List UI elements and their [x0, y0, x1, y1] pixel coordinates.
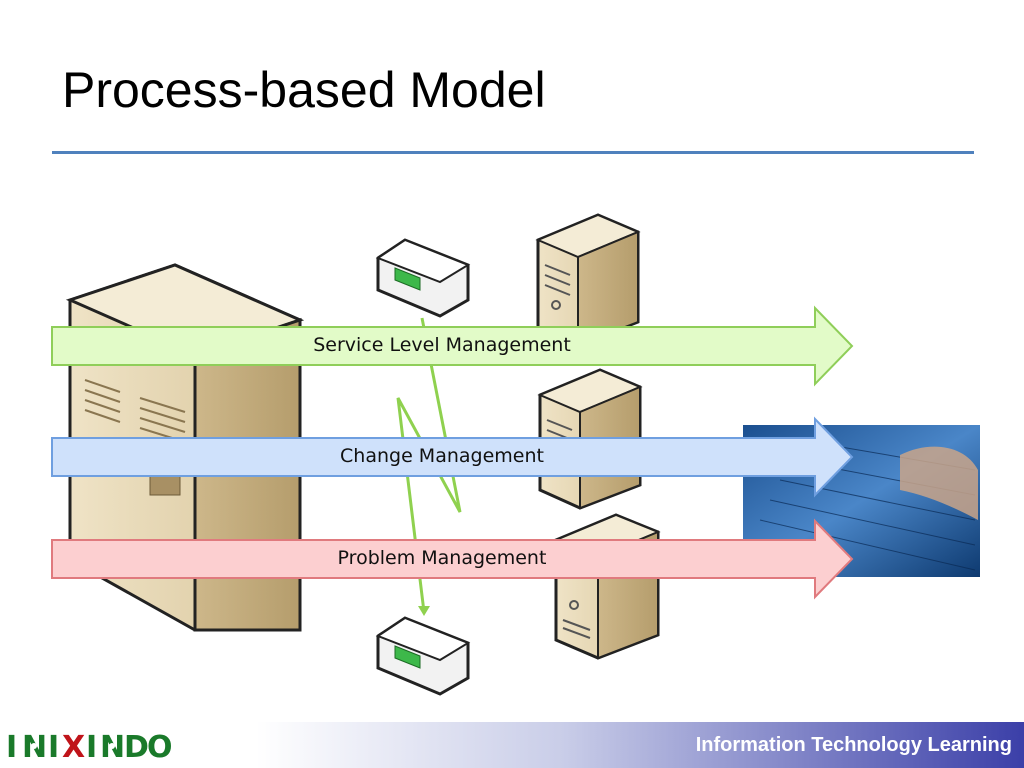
service-level-label: Service Level Management [313, 334, 571, 356]
footer-bar: Information Technology Learning [0, 722, 1024, 768]
inixindo-logo: I N I X I N D O [6, 730, 173, 764]
footer-brand-text: Information Technology Learning [695, 734, 1012, 756]
problem-management-arrow [51, 518, 854, 600]
problem-management-label: Problem Management [337, 547, 547, 569]
process-arrows [51, 305, 854, 600]
network-switch-icon [375, 238, 471, 318]
svg-text:I: I [48, 730, 59, 764]
service-level-arrow [51, 305, 854, 387]
change-management-label: Change Management [340, 445, 544, 467]
svg-text:I: I [6, 730, 17, 764]
svg-text:X: X [62, 730, 85, 764]
network-switch-icon [375, 616, 471, 696]
tower-server-icon [535, 213, 641, 347]
svg-text:I: I [86, 730, 97, 764]
title-underline [52, 151, 974, 154]
slide-title: Process-based Model [62, 62, 546, 118]
change-management-arrow [51, 416, 854, 498]
